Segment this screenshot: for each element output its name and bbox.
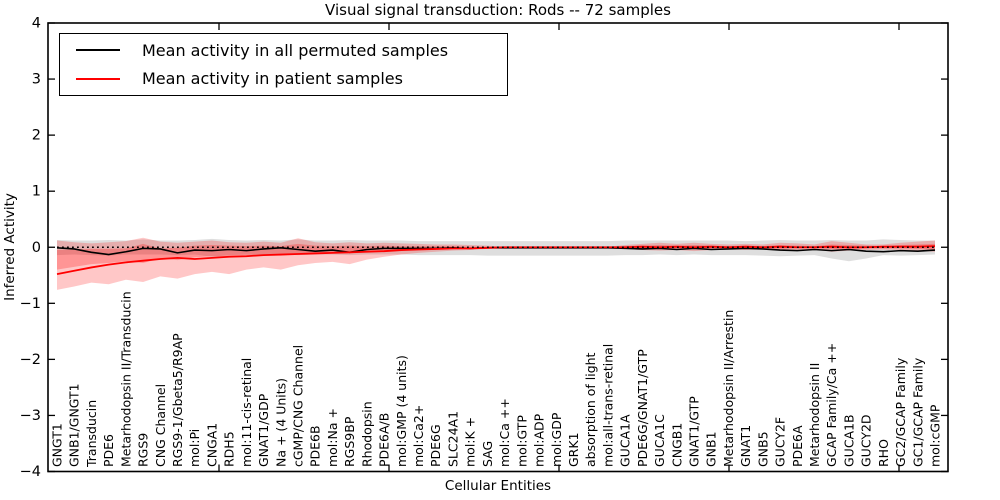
chart-title: Visual signal transduction: Rods -- 72 s… — [325, 1, 671, 19]
y-tick-label: −3 — [20, 408, 41, 424]
y-tick-label: −2 — [20, 352, 41, 368]
category-label: RGS9-1/Gbeta5/R9AP — [170, 333, 185, 467]
category-label: GUCY2F — [773, 417, 788, 467]
category-label: absorption of light — [583, 352, 598, 467]
category-label: Metarhodopsin II/Arrestin — [721, 310, 736, 467]
y-axis-label: Inferred Activity — [2, 193, 18, 301]
y-tick-label: 0 — [32, 240, 41, 256]
category-label: GNB1 — [704, 431, 719, 467]
y-tick-label: −1 — [20, 296, 41, 312]
category-label: GUCA1A — [618, 414, 633, 467]
category-label: GRK1 — [566, 432, 581, 467]
category-label: GNB1/GNGT1 — [67, 383, 82, 467]
legend-label-permuted: Mean activity in all permuted samples — [142, 40, 449, 60]
category-label: PDE6G — [428, 424, 443, 467]
category-label: CNG Channel — [153, 384, 168, 467]
category-label: GUCA1C — [652, 414, 667, 467]
category-label: GNAT1/GTP — [686, 396, 701, 467]
category-label: PDE6B — [308, 425, 323, 467]
category-label: Rhodopsin — [359, 401, 374, 467]
category-label: RGS9BP — [342, 416, 357, 467]
permuted-line-swatch — [76, 49, 120, 52]
category-label: PDE6 — [101, 434, 116, 467]
category-label: mol:Pi — [187, 429, 202, 467]
category-label: mol:ADP — [532, 413, 547, 467]
category-label: CNGB1 — [669, 423, 684, 467]
category-label: cGMP/CNG Channel — [291, 345, 306, 467]
category-label: Metarhodopsin II/Transducin — [118, 291, 133, 467]
patient-band-inner — [57, 243, 935, 270]
category-label: Transducin — [84, 400, 99, 468]
permuted-band — [57, 238, 935, 262]
category-label: GNAT1/GDP — [256, 393, 271, 467]
category-label: mol:K + — [463, 417, 478, 467]
category-label: PDE6G/GNAT1/GTP — [635, 349, 650, 467]
y-tick-label: −4 — [20, 464, 41, 480]
category-label: PDE6A — [790, 425, 805, 467]
category-label: SLC24A1 — [445, 411, 460, 467]
x-axis-label: Cellular Entities — [444, 478, 552, 494]
category-label: RHO — [876, 439, 891, 467]
y-tick-label: 3 — [32, 72, 41, 88]
category-label: GNGT1 — [50, 423, 65, 467]
category-label: mol:GTP — [514, 415, 529, 467]
category-label: GUCY2D — [859, 414, 874, 467]
category-label: mol:GDP — [549, 412, 564, 467]
category-label: mol:cGMP — [928, 404, 943, 467]
category-label: GC1/GCAP Family — [910, 357, 925, 467]
category-label: mol:GMP (4 units) — [394, 355, 409, 467]
category-label: GNB5 — [755, 431, 770, 467]
legend-entry-permuted: Mean activity in all permuted samples — [60, 36, 507, 64]
category-label: RGS9 — [136, 433, 151, 467]
legend-entry-patient: Mean activity in patient samples — [60, 65, 507, 93]
category-label: GNAT1 — [738, 425, 753, 467]
category-label: mol:Ca ++ — [497, 398, 512, 467]
category-label: CNGA1 — [204, 423, 219, 467]
y-tick-label: 4 — [32, 16, 41, 32]
legend: Mean activity in all permuted samples Me… — [59, 33, 508, 96]
category-label: mol:Na + — [325, 408, 340, 467]
category-label: mol:11-cis-retinal — [239, 358, 254, 467]
category-label: mol:all-trans-retinal — [600, 344, 615, 467]
legend-label-patient: Mean activity in patient samples — [142, 69, 403, 89]
category-label: PDE6A/B — [377, 413, 392, 467]
category-label: GC2/GCAP Family — [893, 357, 908, 467]
category-label: Metarhodopsin II — [807, 363, 822, 467]
category-label: SAG — [480, 441, 495, 467]
patient-band-outer — [57, 237, 935, 290]
category-label: Na + (4 Units) — [273, 378, 288, 467]
category-label: GCAP Family/Ca ++ — [824, 343, 839, 467]
y-tick-label: 1 — [32, 184, 41, 200]
patient-line-swatch — [76, 77, 120, 80]
category-label: GUCA1B — [841, 414, 856, 467]
category-label: RDH5 — [222, 431, 237, 467]
category-label: mol:Ca2+ — [411, 405, 426, 467]
y-tick-label: 2 — [32, 128, 41, 144]
